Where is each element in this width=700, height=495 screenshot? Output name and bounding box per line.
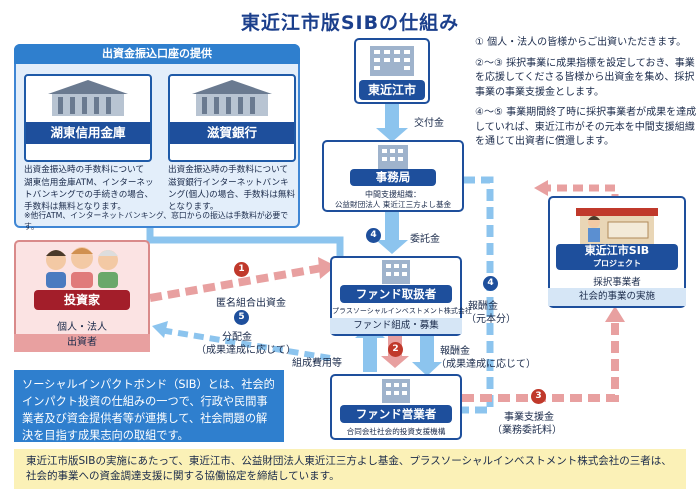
bank-name-shiga: 滋賀銀行	[170, 122, 294, 144]
flow-4a-number: 4	[366, 228, 381, 243]
fund-operator-node: ファンド営業者 合同会社社会的投資支援機構	[330, 374, 462, 440]
office-role: 中間支援組織：	[365, 190, 421, 199]
handler-role: ファンド組成・募集	[330, 318, 462, 334]
flow-3-label-2: （業務委託料）	[492, 425, 562, 436]
office-building-icon	[378, 145, 408, 171]
bank-koto: 湖東信用金庫	[24, 74, 152, 162]
investor-type: 個人・法人	[57, 322, 107, 333]
flow-5-number: 5	[234, 310, 249, 325]
note-2: ②～③ 採択事業に成果指標を設定しておき、事業を応援してくださる皆様から出資金を…	[475, 57, 695, 98]
operator-building-icon	[382, 379, 410, 403]
investor-role: 出資者	[14, 334, 150, 352]
bank-building-icon	[48, 80, 128, 116]
flow-4b-label: 報酬金	[468, 301, 498, 312]
agreement-footer: 東近江市版SIBの実施にあたって、東近江市、公益財団法人東近江三方よし基金、プラ…	[14, 449, 686, 489]
project-label: 東近江市SIB プロジェクト	[556, 244, 678, 270]
page-title: 東近江市版SIBの仕組み	[240, 12, 460, 34]
flow-2-number: 2	[388, 342, 403, 357]
flow-5-label: 分配金	[222, 332, 252, 343]
flow-2-label: 組成費用等	[292, 358, 342, 369]
office-node: 事務局 中間支援組織： 公益財団法人 東近江三方よし基金	[322, 140, 464, 212]
reward-label: 報酬金	[440, 346, 470, 357]
flow-3-label: 事業支援金	[504, 412, 554, 423]
bank-panel-header: 出資金振込口座の提供	[14, 44, 300, 64]
city-node: 東近江市	[354, 38, 430, 104]
operator-label: ファンド営業者	[340, 405, 452, 423]
bank-footnote: ※他行ATM、インターネットバンキング、窓口からの振込は手数料が必要です。	[24, 211, 289, 231]
flow-4b-label-2: （元本分）	[466, 314, 516, 325]
project-node: 東近江市SIB プロジェクト 採択事業者 社会的事業の実施	[548, 196, 686, 308]
shop-icon	[576, 208, 658, 244]
note-1: ① 個人・法人の皆様からご出資いただきます。	[475, 37, 687, 48]
flow-4a-label: 委託金	[410, 234, 440, 245]
reward-label-2: （成果達成に応じて）	[436, 359, 536, 370]
flow-5-label-2: （成果達成に応じて）	[196, 345, 296, 356]
handler-org: プラスソーシャルインベストメント株式会社	[332, 307, 472, 315]
bank-shiga: 滋賀銀行	[168, 74, 296, 162]
note-3: ④～⑤ 事業期間終了時に採択事業者が成果を達成していれば、東近江市がその元本を中…	[475, 107, 697, 147]
handler-label: ファンド取扱者	[340, 285, 452, 303]
fund-handler-node: ファンド取扱者 プラスソーシャルインベストメント株式会社 ファンド組成・募集	[330, 256, 472, 336]
people-icon	[46, 247, 118, 288]
explanation-notes: ① 個人・法人の皆様からご出資いただきます。 ②～③ 採択事業に成果指標を設定し…	[475, 36, 697, 156]
project-role: 社会的事業の実施	[548, 288, 686, 306]
flow-3-number: 3	[531, 389, 546, 404]
bank-shiga-fee-title: 出資金振込時の手数料について	[168, 165, 289, 175]
project-sub: プロジェクト	[593, 259, 641, 268]
city-hall-icon	[370, 46, 414, 76]
handler-building-icon	[382, 260, 410, 284]
office-label: 事務局	[350, 169, 436, 186]
bank-koto-fee-title: 出資金振込時の手数料について	[24, 165, 145, 175]
project-name: 東近江市SIB	[584, 244, 650, 257]
office-org: 公益財団法人 東近江三方よし基金	[334, 200, 452, 209]
sib-description: ソーシャルインパクトボンド（SIB）とは、社会的インパクト投資の仕組みの一つで、…	[14, 370, 284, 442]
city-label: 東近江市	[359, 80, 425, 100]
flow-1-number: 1	[234, 262, 249, 277]
operator-org: 合同会社社会的投資支援機構	[346, 427, 446, 436]
investor-label: 投資家	[34, 290, 130, 310]
project-type: 採択事業者	[593, 277, 641, 288]
bank-koto-fee-text: 湖東信用金庫ATM、インターネットバンキングでの手続きの場合、手数料は無料となり…	[24, 178, 154, 212]
flow-1-label: 匿名組合出資金	[216, 298, 286, 309]
bank-shiga-fee-text: 滋賀銀行インターネットバンキング(個人)の場合、手数料は無料となります。	[168, 178, 296, 212]
bank-building-icon	[192, 80, 272, 116]
grant-label: 交付金	[414, 118, 444, 129]
bank-name-koto: 湖東信用金庫	[26, 122, 150, 144]
flow-4b-number: 4	[483, 276, 498, 291]
investor-node: 投資家 個人・法人 出資者	[14, 240, 150, 352]
